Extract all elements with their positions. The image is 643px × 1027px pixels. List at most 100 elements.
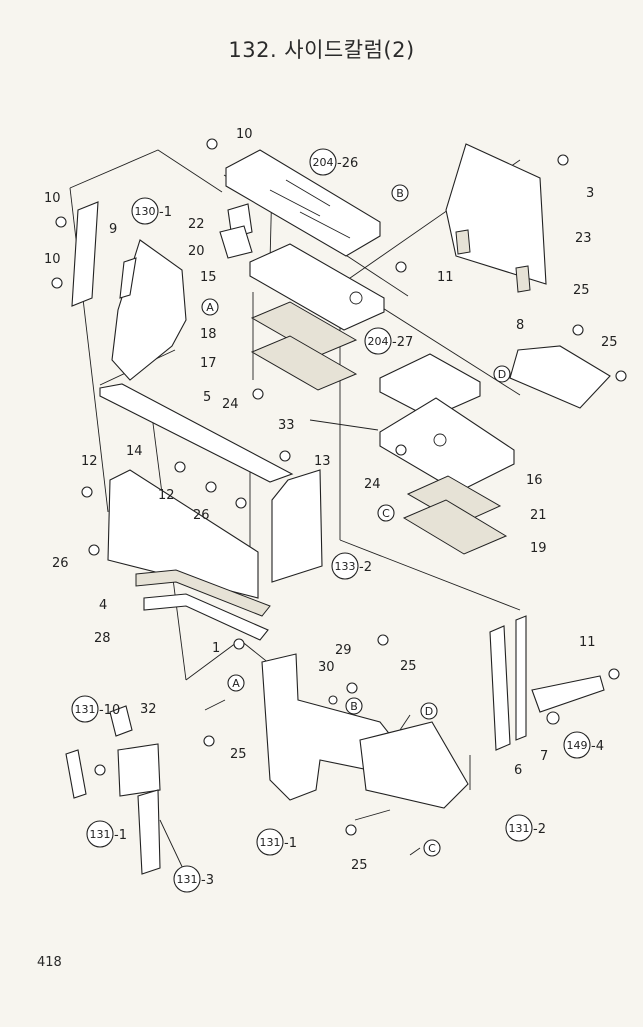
bracket-arm: [119, 257, 137, 299]
label-25: 25: [400, 659, 417, 674]
screw-icon: [395, 444, 407, 456]
svg-text:131: 131: [90, 828, 111, 841]
label-21: 21: [530, 508, 547, 523]
callout-149-4: 149 -4: [563, 731, 604, 759]
svg-text:-1: -1: [159, 205, 172, 220]
screw-icon: [345, 824, 357, 836]
label-3: 3: [586, 186, 594, 201]
part-number-labels: 10 10 10 3 23 9 22 20 15 11 18 17 25 8 2…: [44, 127, 618, 873]
frame-15: [249, 243, 385, 331]
bracket-5: [99, 383, 294, 483]
label-10: 10: [44, 191, 61, 206]
plate-slot: [269, 179, 351, 239]
label-11: 11: [579, 635, 596, 650]
label-26: 26: [193, 508, 210, 523]
post-7: [515, 615, 527, 741]
frame-16-hole: [433, 433, 447, 447]
plate-14: [107, 469, 259, 599]
cover-130-1: [111, 239, 187, 381]
ref-C-mid: C: [377, 504, 395, 522]
label-13: 13: [314, 454, 331, 469]
screw-icon: [206, 138, 218, 150]
screws: [51, 138, 627, 836]
frame-hole: [349, 291, 363, 305]
label-16: 16: [526, 473, 543, 488]
screw-icon: [205, 481, 217, 493]
cover-23: [445, 143, 547, 285]
label-18: 18: [200, 327, 217, 342]
callout-131-2: 131 -2: [505, 814, 546, 842]
cover-slot-a: [455, 229, 471, 255]
cover-8: [509, 345, 611, 409]
label-23: 23: [575, 231, 592, 246]
svg-text:-27: -27: [392, 335, 413, 350]
plate-204-26: [225, 149, 381, 257]
svg-text:C: C: [428, 842, 436, 855]
label-10: 10: [236, 127, 253, 142]
screw-icon: [328, 695, 338, 705]
svg-text:130: 130: [135, 205, 156, 218]
screw-icon: [51, 277, 63, 289]
svg-text:131: 131: [75, 703, 96, 716]
label-25: 25: [351, 858, 368, 873]
callout-131-1-left: 131 -1: [86, 820, 127, 848]
callout-204-27: 204 -27: [364, 327, 413, 355]
label-1: 1: [212, 641, 220, 656]
label-10: 10: [44, 252, 61, 267]
label-5: 5: [203, 390, 211, 405]
label-24: 24: [222, 397, 239, 412]
svg-text:-10: -10: [99, 703, 120, 718]
label-12: 12: [158, 488, 175, 503]
screw-icon: [55, 216, 67, 228]
screw-icon: [174, 461, 186, 473]
ref-B-top: B: [391, 184, 409, 202]
label-25: 25: [601, 335, 618, 350]
svg-text:-1: -1: [284, 836, 297, 851]
frame-16: [379, 397, 515, 493]
label-29: 29: [335, 643, 352, 658]
callout-204-26: 204 -26: [309, 148, 358, 176]
svg-text:A: A: [232, 677, 240, 690]
page-number: 418: [37, 955, 62, 970]
screw-icon: [94, 764, 106, 776]
label-19: 19: [530, 541, 547, 556]
ref-D-top: D: [493, 365, 511, 383]
label-15: 15: [200, 270, 217, 285]
svg-text:-2: -2: [533, 822, 546, 837]
svg-text:-26: -26: [337, 156, 358, 171]
label-25: 25: [230, 747, 247, 762]
svg-text:133: 133: [335, 560, 356, 573]
label-4: 4: [99, 598, 107, 613]
svg-text:131: 131: [177, 873, 198, 886]
label-32: 32: [140, 702, 157, 717]
screw-icon: [233, 638, 245, 650]
plate-19: [402, 499, 508, 555]
label-25: 25: [573, 283, 590, 298]
plate-204-27: [379, 353, 481, 419]
label-8: 8: [516, 318, 524, 333]
screw-icon: [81, 486, 93, 498]
screw-icon: [572, 324, 584, 336]
screw-icon: [615, 370, 627, 382]
label-12: 12: [81, 454, 98, 469]
screw-icon: [377, 634, 389, 646]
label-30: 30: [318, 660, 335, 675]
bushing-32: [109, 705, 133, 737]
ref-A-bottom: A: [227, 674, 245, 692]
block-131: [117, 743, 161, 797]
bar-4: [135, 569, 271, 617]
svg-text:-2: -2: [359, 560, 372, 575]
page-title: 132. 사이드칼럼(2): [228, 38, 415, 62]
svg-text:B: B: [350, 700, 358, 713]
svg-text:B: B: [396, 187, 404, 200]
bar-28: [143, 593, 269, 641]
label-6: 6: [514, 763, 522, 778]
label-33: 33: [278, 418, 295, 433]
svg-text:204: 204: [313, 156, 334, 169]
svg-text:D: D: [498, 368, 506, 381]
label-22: 22: [188, 217, 205, 232]
ref-C-bottom: C: [423, 839, 441, 857]
svg-text:C: C: [382, 507, 390, 520]
label-26: 26: [52, 556, 69, 571]
